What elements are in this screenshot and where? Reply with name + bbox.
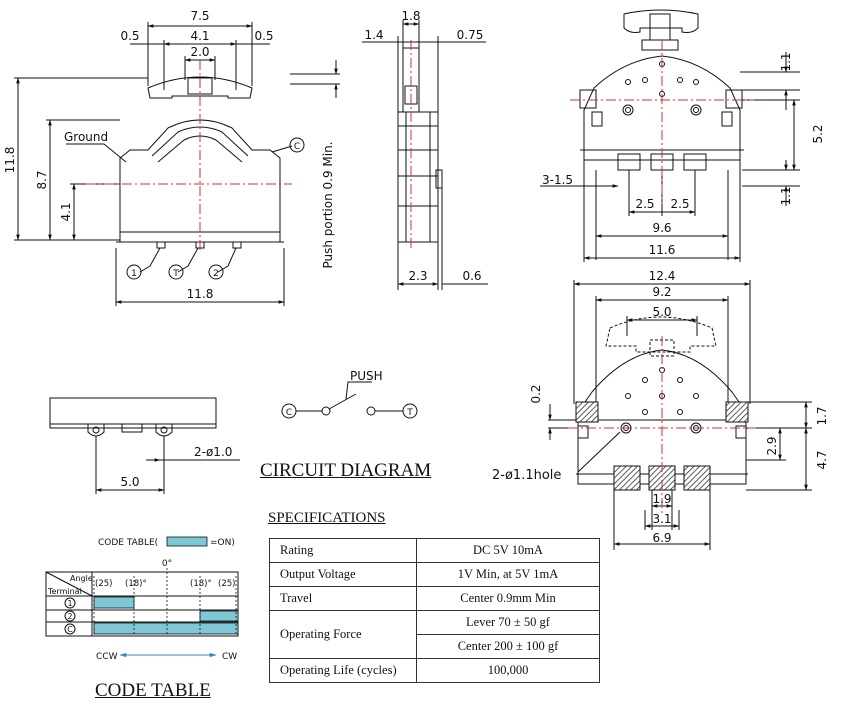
circuit-diagram-title: CIRCUIT DIAGRAM xyxy=(260,460,432,481)
dim-7-5: 7.5 xyxy=(190,9,209,23)
dim-4-1-top: 4.1 xyxy=(190,29,209,43)
ground-label: Ground xyxy=(64,130,108,144)
spec-value: 1V Min, at 5V 1mA xyxy=(416,562,600,587)
circuit-c-label: C xyxy=(286,408,292,418)
spec-row: Operating Life (cycles) 100,000 xyxy=(269,658,600,683)
dim-rear-1-1-top: 1.1 xyxy=(779,52,793,71)
dim-pcb-1-9: 1.9 xyxy=(652,492,671,506)
dim-8-7: 8.7 xyxy=(35,170,49,189)
spec-value: Lever 70 ± 50 gf xyxy=(416,610,600,635)
spec-key: Operating Force xyxy=(269,610,417,659)
code-terminal-label: Terminal xyxy=(47,587,82,596)
dim-pcb-6-9: 6.9 xyxy=(652,531,671,545)
dim-11-8-bottom: 11.8 xyxy=(187,287,214,301)
code-row-c: C xyxy=(67,625,73,634)
dim-1-4: 1.4 xyxy=(364,28,383,42)
code-table-on-bars xyxy=(93,596,239,635)
dim-rear-2-5-left: 2.5 xyxy=(635,197,654,211)
specifications-table: Rating DC 5V 10mA Output Voltage 1V Min,… xyxy=(269,538,600,683)
dim-rear-1-1-bottom: 1.1 xyxy=(779,186,793,205)
dim-pcb-4-7: 4.7 xyxy=(815,450,829,469)
dim-pcb-12-4: 12.4 xyxy=(649,269,676,283)
code-table-grid xyxy=(45,571,239,637)
spec-key: Rating xyxy=(269,538,417,563)
spec-value: DC 5V 10mA xyxy=(416,538,600,563)
code-row-1: 1 xyxy=(67,599,72,608)
dim-pcb-9-2: 9.2 xyxy=(652,285,671,299)
dim-0-75: 0.75 xyxy=(457,28,484,42)
dim-pcb-2-9: 2.9 xyxy=(765,436,779,455)
pcb-pads xyxy=(575,401,749,491)
code-cw: CW xyxy=(222,652,237,662)
dim-pcb-hole: 2-ø1.1hole xyxy=(492,468,561,483)
code-col-18-left: (18)° xyxy=(125,579,147,589)
specifications-title: SPECIFICATIONS xyxy=(268,510,386,526)
spec-value: Center 200 ± 100 gf xyxy=(416,634,600,659)
dim-2-0: 2.0 xyxy=(190,45,209,59)
dim-2-3: 2.3 xyxy=(408,269,427,283)
spec-value: 100,000 xyxy=(416,658,600,683)
spec-row: Rating DC 5V 10mA xyxy=(269,538,600,563)
spec-value: Center 0.9mm Min xyxy=(416,586,600,611)
code-table-legend: CODE TABLE( =ON) xyxy=(98,536,235,548)
code-angle-label: Angle xyxy=(70,574,93,583)
code-col-25-right: (25) xyxy=(218,579,235,589)
dim-11-8-left: 11.8 xyxy=(3,147,17,174)
push-portion-label: Push portion 0.9 Min. xyxy=(321,141,335,268)
svg-text:=ON): =ON) xyxy=(210,538,235,548)
dim-bottom-5-0: 5.0 xyxy=(120,475,139,489)
circuit-t-label: T xyxy=(406,408,413,418)
spec-row: Operating Force Lever 70 ± 50 gf xyxy=(269,610,600,659)
code-ccw: CCW xyxy=(96,652,118,662)
spec-key: Travel xyxy=(269,586,417,611)
dim-4-1-left: 4.1 xyxy=(59,202,73,221)
code-row-2: 2 xyxy=(67,612,72,621)
dim-0-6: 0.6 xyxy=(462,269,481,283)
dim-rear-9-6: 9.6 xyxy=(652,221,671,235)
dim-rear-2-5-right: 2.5 xyxy=(670,197,689,211)
side-view-center-lines xyxy=(86,60,292,250)
code-col-25-left: (25) xyxy=(95,579,112,589)
spec-row: Output Voltage 1V Min, at 5V 1mA xyxy=(269,562,600,587)
dim-0-5-left: 0.5 xyxy=(120,29,139,43)
spec-row: Travel Center 0.9mm Min xyxy=(269,586,600,611)
svg-text:CODE TABLE(: CODE TABLE( xyxy=(98,538,158,548)
code-col-18-right: (18)° xyxy=(190,579,212,589)
dim-pcb-1-7: 1.7 xyxy=(815,406,829,425)
rear-view xyxy=(540,9,800,262)
bottom-view xyxy=(49,397,240,494)
spec-key: Operating Life (cycles) xyxy=(269,658,417,683)
circuit-push-label: PUSH xyxy=(350,369,383,383)
dim-pcb-0-2: 0.2 xyxy=(529,384,543,403)
dim-pcb-5-0: 5.0 xyxy=(652,305,671,319)
rear-view-center-lines xyxy=(570,40,754,204)
terminal-1-label: 1 xyxy=(131,269,137,279)
circuit-diagram xyxy=(281,381,418,419)
code-table-title: CODE TABLE xyxy=(95,680,211,701)
terminal-t-label: T xyxy=(172,269,179,279)
terminal-c-label: C xyxy=(294,142,300,152)
terminal-2-label: 2 xyxy=(213,269,219,279)
side-view xyxy=(14,22,340,306)
dim-pcb-3-1: 3.1 xyxy=(652,512,671,526)
pcb-center-lines xyxy=(568,336,756,514)
code-table-guides xyxy=(93,568,237,636)
dim-rear-11-6: 11.6 xyxy=(649,243,676,257)
profile-view xyxy=(362,20,488,290)
dim-rear-3-1-5: 3-1.5 xyxy=(542,173,573,187)
code-deg-0: 0° xyxy=(162,559,172,569)
spec-key: Output Voltage xyxy=(269,562,417,587)
dim-rear-5-2: 5.2 xyxy=(811,124,825,143)
dim-1-8: 1.8 xyxy=(401,9,420,23)
dim-0-5-right: 0.5 xyxy=(254,29,273,43)
dim-bottom-hole: 2-ø1.0 xyxy=(194,445,232,459)
